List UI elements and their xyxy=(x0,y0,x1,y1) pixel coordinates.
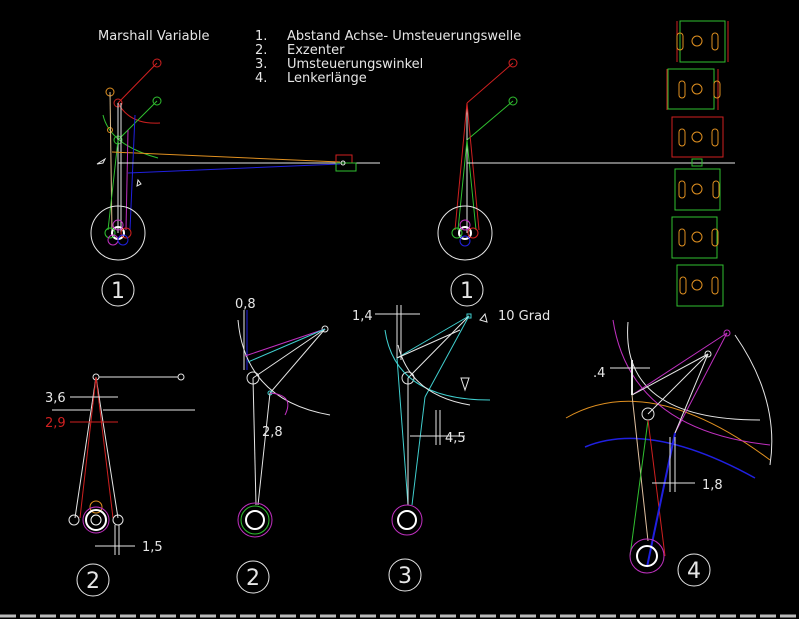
figure-3: 1,4 10 Grad 4,5 3 xyxy=(352,305,550,592)
legend-text: Exzenter xyxy=(287,43,345,58)
dimension-label: 0,8 xyxy=(235,297,256,312)
legend-num: 1. xyxy=(255,29,267,44)
legend-text: Umsteuerungswinkel xyxy=(287,57,423,72)
figure-label: 2 xyxy=(246,566,260,591)
legend-num: 2. xyxy=(255,43,267,58)
dimension-label: 4,5 xyxy=(445,431,466,446)
legend-text: Abstand Achse- Umsteuerungswelle xyxy=(287,29,521,44)
dimension-label-red: 2,9 xyxy=(45,416,66,431)
dimension-label: 1,5 xyxy=(142,540,163,555)
figure-2-middle: 0,8 2,8 2 xyxy=(235,297,331,594)
figure-1-right: 1 xyxy=(437,58,735,307)
figure-label: 1 xyxy=(460,279,474,304)
legend: 1. Abstand Achse- Umsteuerungswelle 2. E… xyxy=(255,29,521,86)
drawing-title: Marshall Variable xyxy=(98,29,210,44)
figure-label: 4 xyxy=(687,559,701,584)
legend-text: Lenkerlänge xyxy=(287,71,367,86)
figure-2-left: 3,6 2,9 1,5 2 xyxy=(45,373,195,597)
figure-4: .4 1,8 4 xyxy=(565,319,773,587)
dimension-label: 1,8 xyxy=(702,478,723,493)
dimension-label: 3,6 xyxy=(45,391,66,406)
dimension-label: .4 xyxy=(593,366,605,381)
valve-plates xyxy=(666,20,729,307)
figure-1-left: 1 xyxy=(90,58,380,307)
legend-num: 4. xyxy=(255,71,267,86)
figure-label: 3 xyxy=(398,564,412,589)
figure-label: 1 xyxy=(111,279,125,304)
dimension-label: 2,8 xyxy=(262,425,283,440)
figure-label: 2 xyxy=(86,569,100,594)
dimension-label: 1,4 xyxy=(352,309,373,324)
legend-num: 3. xyxy=(255,57,267,72)
angle-label: 10 Grad xyxy=(498,309,550,324)
